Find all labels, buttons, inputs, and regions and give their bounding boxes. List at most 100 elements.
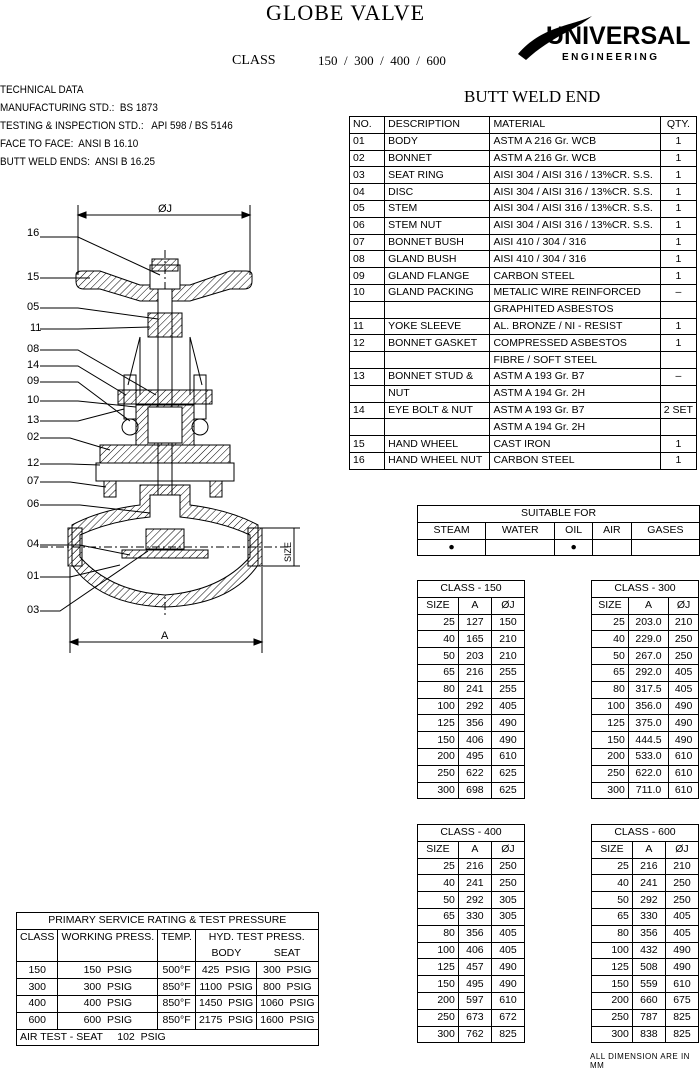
dim-cell: 490 bbox=[664, 958, 700, 977]
dim-header-cell: A bbox=[457, 840, 492, 859]
dim-cell: 610 bbox=[490, 991, 526, 1010]
suitable-header: OIL bbox=[554, 521, 594, 540]
parts-cell bbox=[348, 300, 386, 319]
dim-cell: 490 bbox=[664, 941, 700, 960]
dim-cell: 825 bbox=[490, 1025, 526, 1044]
callout-04: 04 bbox=[27, 538, 40, 550]
dim-size-label: SIZE bbox=[283, 542, 293, 562]
dim-cell: 65 bbox=[591, 663, 629, 682]
dim-cell: 250 bbox=[591, 764, 629, 783]
dim-cell: 625 bbox=[490, 781, 526, 800]
parts-cell: ASTM A 194 Gr. 2H bbox=[489, 384, 661, 403]
dim-cell: 203.0 bbox=[627, 613, 670, 632]
parts-cell: STEM NUT bbox=[384, 216, 491, 235]
dim-cell: 65 bbox=[417, 663, 459, 682]
dim-cell: 375.0 bbox=[627, 714, 670, 733]
parts-cell: ASTM A 216 Gr. WCB bbox=[489, 132, 661, 151]
rating-cell: 300 bbox=[15, 978, 59, 996]
rating-cell: 600 PSIG bbox=[57, 1011, 159, 1030]
dim-cell: 317.5 bbox=[627, 680, 670, 699]
dim-cell: 825 bbox=[664, 1025, 700, 1044]
dim-cell: 444.5 bbox=[627, 731, 670, 749]
parts-cell: CARBON STEEL bbox=[489, 267, 661, 285]
suitable-title: SUITABLE FOR bbox=[417, 505, 700, 523]
dim-cell: 50 bbox=[591, 647, 629, 665]
parts-cell: 1 bbox=[659, 451, 698, 470]
dim-cell: 50 bbox=[591, 891, 633, 909]
dim-cell: 300 bbox=[591, 781, 629, 800]
parts-cell bbox=[348, 384, 386, 403]
rating-cell: 2175 PSIG bbox=[194, 1011, 258, 1030]
parts-header-cell: NO. bbox=[348, 116, 386, 134]
parts-cell: 03 bbox=[348, 166, 386, 185]
table-row: GRAPHITED ASBESTOS bbox=[348, 300, 698, 319]
dim-cell: 267.0 bbox=[627, 647, 670, 665]
rating-header-body: BODY bbox=[194, 945, 257, 963]
dim-table-title: CLASS - 150 bbox=[417, 580, 525, 598]
callout-16: 16 bbox=[27, 227, 40, 239]
rating-cell: 425 PSIG bbox=[194, 961, 258, 980]
callout-06: 06 bbox=[27, 498, 40, 510]
rating-cell: 1600 PSIG bbox=[256, 1011, 319, 1030]
logo: UNIVERSAL ENGINEERING bbox=[512, 8, 692, 70]
dim-cell: 490 bbox=[490, 958, 526, 977]
dim-cell: 305 bbox=[490, 907, 526, 926]
dim-cell: 216 bbox=[631, 857, 666, 876]
logo-swoosh-icon bbox=[518, 16, 592, 60]
dim-cell: 533.0 bbox=[627, 747, 670, 766]
parts-cell: YOKE SLEEVE bbox=[384, 317, 491, 336]
dim-cell: 490 bbox=[668, 697, 699, 716]
suitable-header: STEAM bbox=[416, 521, 487, 540]
dim-cell: 559 bbox=[631, 975, 666, 993]
technical-line: TESTING & INSPECTION STD.: API 598 / BS … bbox=[0, 120, 233, 132]
dim-cell: 255 bbox=[490, 663, 526, 682]
dim-cell: 40 bbox=[417, 630, 459, 649]
technical-line: MANUFACTURING STD.: BS 1873 bbox=[0, 102, 158, 114]
rating-cell: 150 PSIG bbox=[57, 961, 159, 980]
logo-subtext: ENGINEERING bbox=[562, 52, 660, 63]
check-dot-icon: ● bbox=[554, 538, 594, 557]
dim-header-cell: SIZE bbox=[417, 840, 459, 859]
rating-header-working: WORKING PRESS. bbox=[57, 928, 159, 963]
air-test: AIR TEST - SEAT 102 PSIG bbox=[16, 1028, 319, 1047]
callout-01: 01 bbox=[27, 570, 40, 582]
parts-cell: BONNET STUD & bbox=[384, 367, 491, 386]
dim-cell: 508 bbox=[631, 958, 666, 977]
parts-cell: GLAND FLANGE bbox=[384, 267, 491, 285]
dim-cell: 300 bbox=[417, 1025, 459, 1044]
parts-cell: ASTM A 193 Gr. B7 bbox=[489, 401, 661, 420]
parts-cell: 14 bbox=[348, 401, 386, 420]
parts-cell bbox=[384, 418, 491, 437]
dim-header-cell: A bbox=[457, 596, 492, 615]
dim-cell: 200 bbox=[591, 991, 633, 1010]
dim-cell: 127 bbox=[457, 613, 492, 632]
parts-cell: 1 bbox=[659, 149, 698, 168]
dim-cell: 675 bbox=[664, 991, 700, 1010]
dim-cell: 292 bbox=[457, 891, 492, 909]
rating-header-temp: TEMP. bbox=[157, 928, 196, 963]
parts-cell: GRAPHITED ASBESTOS bbox=[489, 300, 661, 319]
dim-cell: 495 bbox=[457, 975, 492, 993]
dim-cell: 210 bbox=[664, 857, 700, 876]
